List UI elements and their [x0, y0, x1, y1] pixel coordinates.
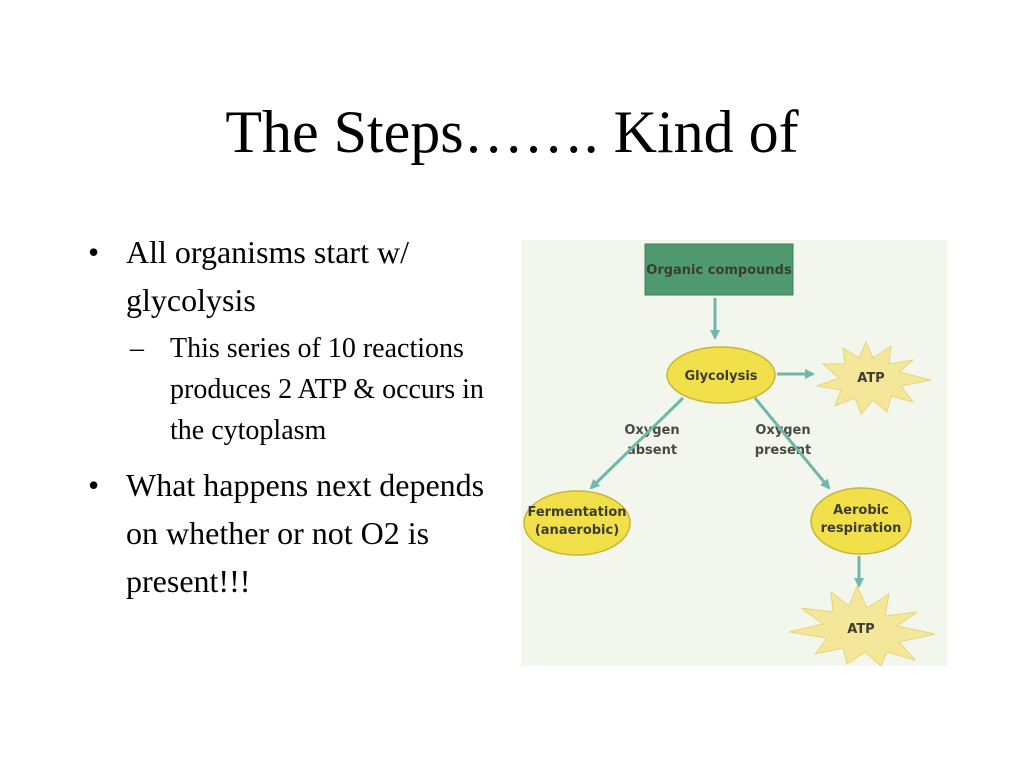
arrow-to-aerobic — [753, 397, 831, 490]
oxygen-absent-line2: absent — [627, 443, 677, 458]
arrow-to-fermentation — [589, 396, 685, 490]
bullet-marker: • — [88, 234, 100, 270]
atp-top-starburst — [815, 340, 932, 415]
bullet-text: All organisms start w/ glycolysis — [126, 234, 409, 318]
bullet-item: • All organisms start w/ glycolysis – Th… — [82, 228, 502, 451]
bullet-list: • All organisms start w/ glycolysis – Th… — [82, 228, 502, 605]
slide-title: The Steps……. Kind of — [225, 99, 799, 165]
organic-compounds-box — [644, 243, 794, 296]
sub-bullet-item: – This series of 10 reactions produces 2… — [126, 328, 502, 451]
glycolysis-label: Glycolysis — [684, 369, 757, 384]
atp-bottom-label: ATP — [847, 622, 874, 637]
atp-top-label: ATP — [857, 371, 884, 386]
sub-bullet-text: This series of 10 reactions produces 2 A… — [170, 333, 484, 446]
atp-bottom-starburst — [788, 584, 936, 666]
glycolysis-ellipse — [666, 346, 776, 404]
fermentation-line1: Fermentation — [527, 505, 626, 520]
bullet-text: What happens next depends on whether or … — [126, 467, 485, 599]
aerobic-ellipse — [810, 487, 912, 555]
sub-bullet-marker: – — [130, 333, 144, 364]
glycolysis-diagram: Organic compounds Glycolysis ATP Oxygen … — [521, 240, 947, 666]
oxygen-absent-line1: Oxygen — [624, 423, 679, 438]
bullet-item: • What happens next depends on whether o… — [82, 461, 502, 605]
fermentation-line2: (anaerobic) — [535, 523, 619, 538]
fermentation-ellipse — [523, 490, 631, 556]
bullet-marker: • — [88, 467, 100, 503]
oxygen-present-line2: present — [755, 443, 812, 458]
organic-compounds-label: Organic compounds — [646, 263, 792, 278]
aerobic-line2: respiration — [821, 521, 902, 536]
aerobic-line1: Aerobic — [833, 503, 889, 518]
diagram-svg: Organic compounds Glycolysis ATP Oxygen … — [523, 243, 936, 666]
sub-bullet-list: – This series of 10 reactions produces 2… — [126, 328, 502, 451]
